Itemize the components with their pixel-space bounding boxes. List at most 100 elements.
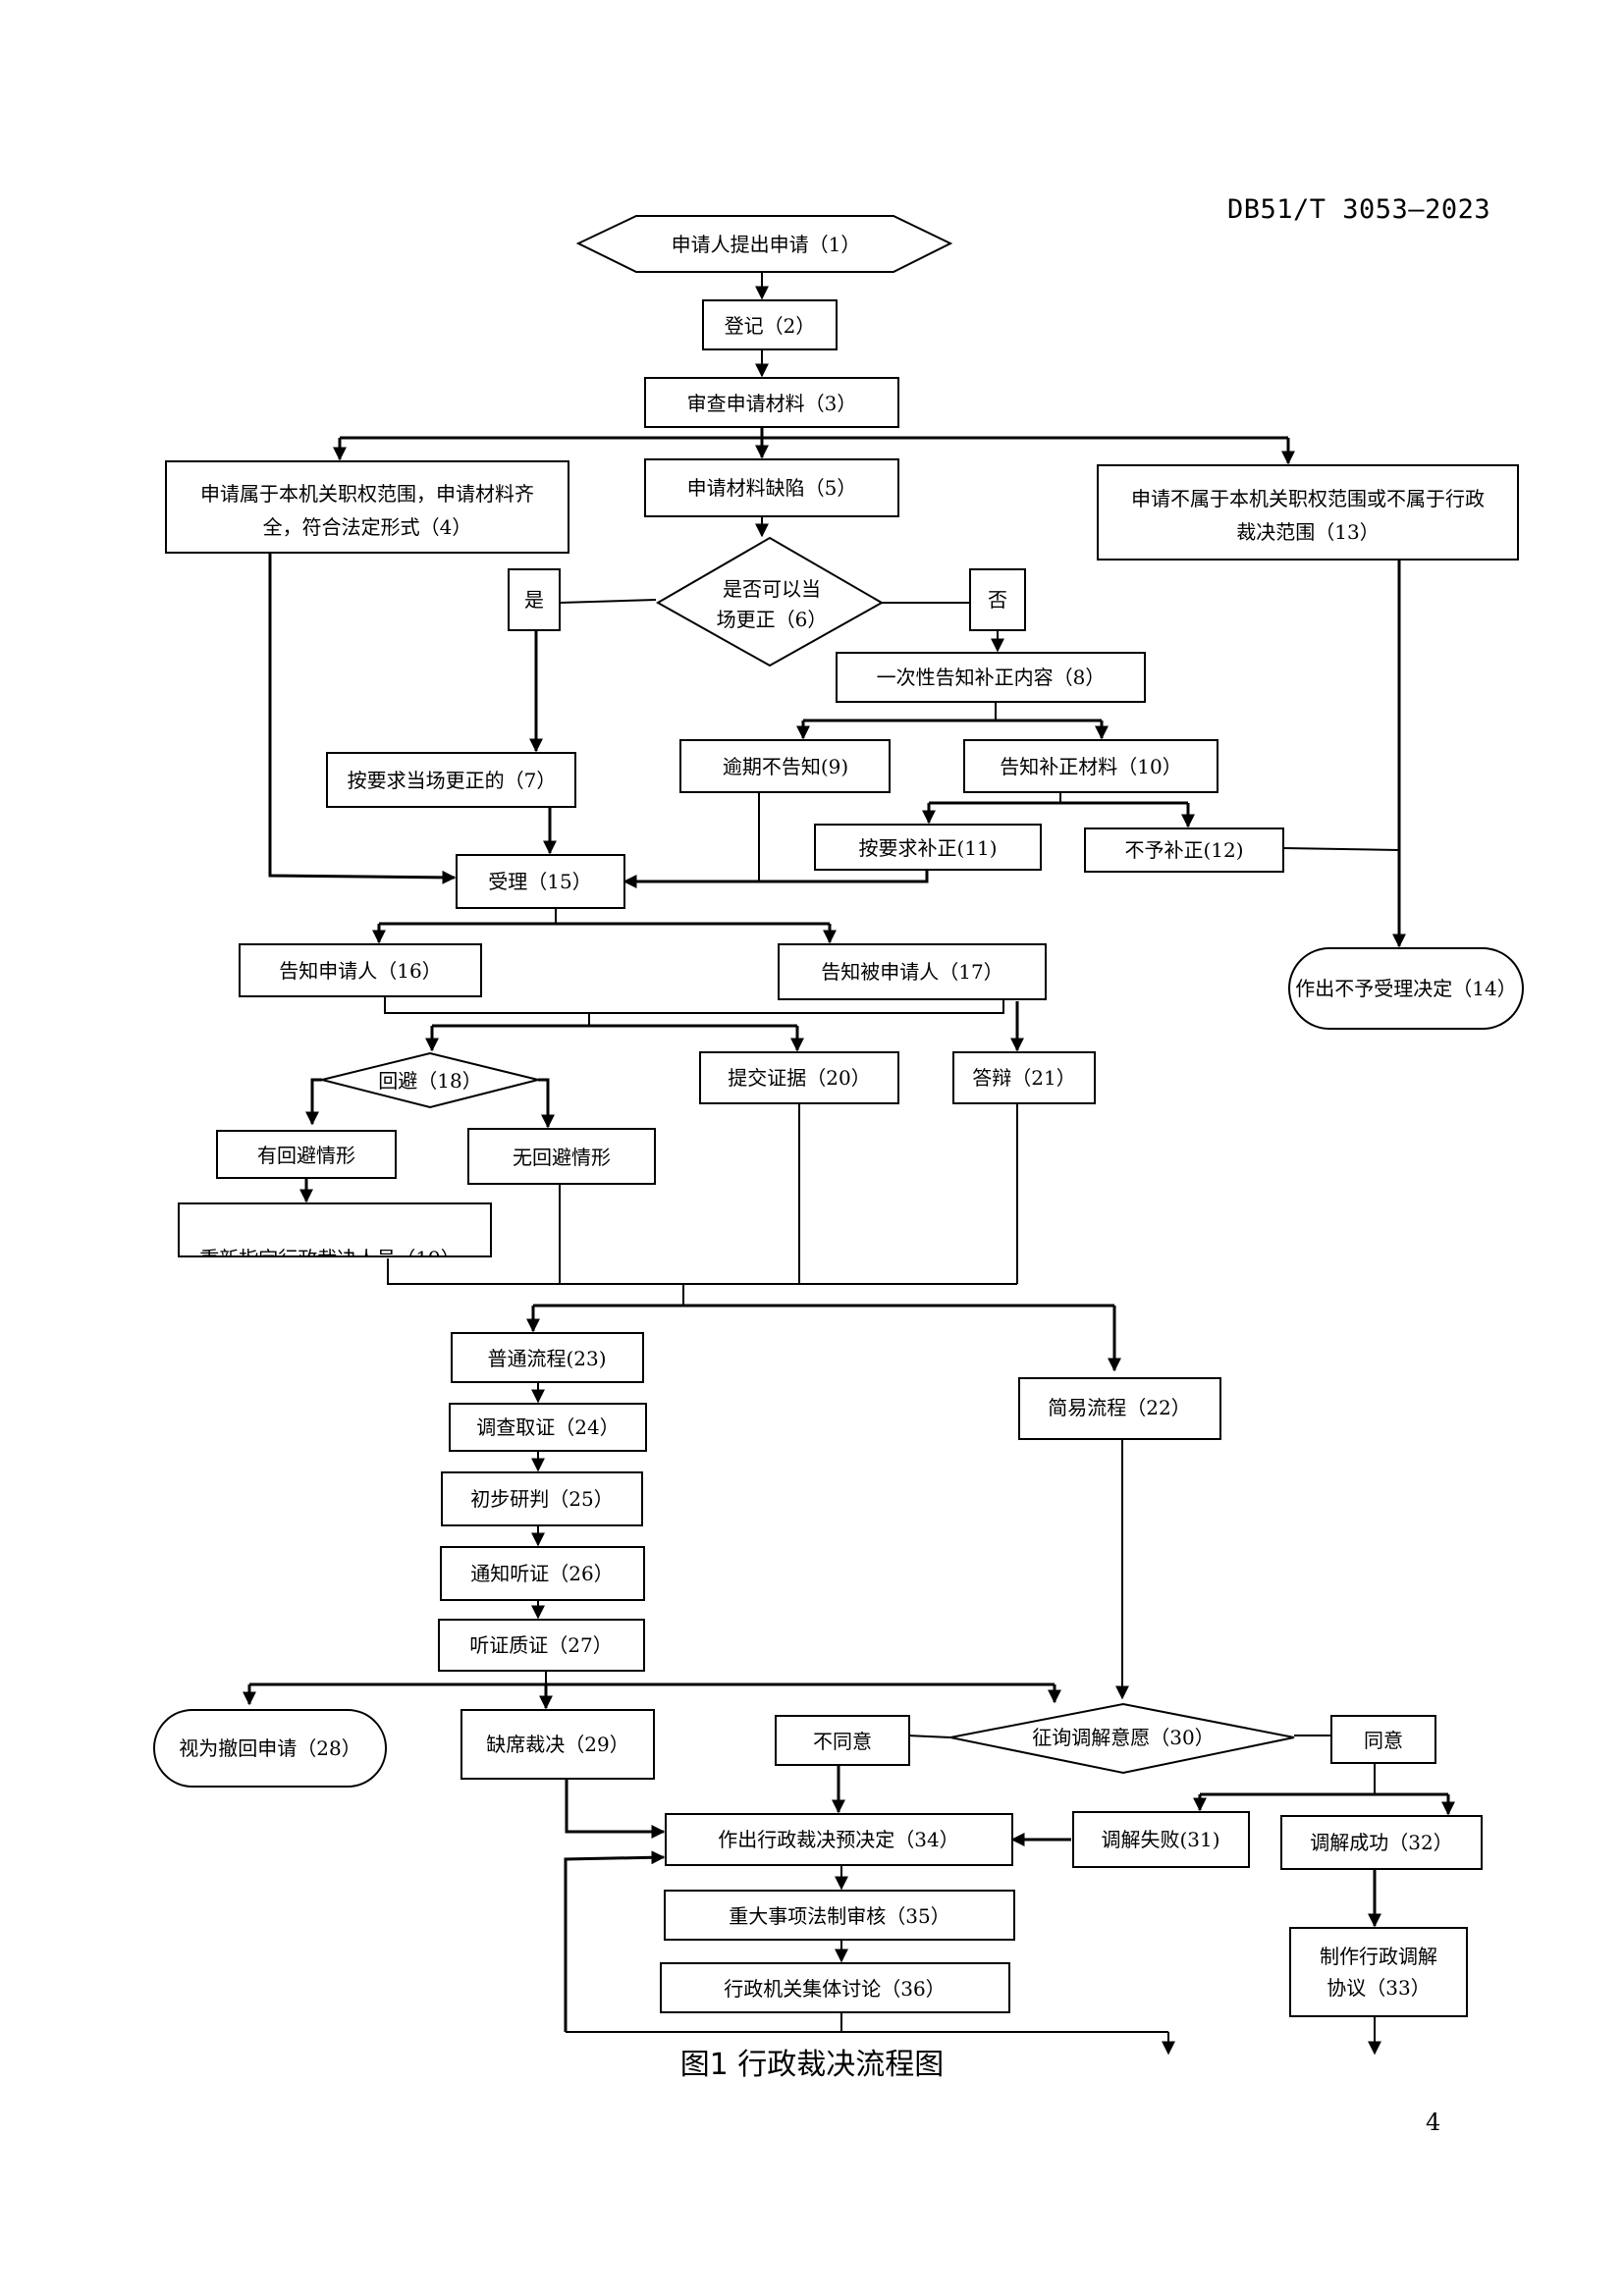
node-1: 申请人提出申请（1）: [575, 215, 953, 273]
node-yes-label: 是: [524, 588, 544, 612]
node-24-label: 调查取证（24）: [476, 1415, 619, 1439]
node-34: 作出行政裁决预决定（34）: [665, 1813, 1013, 1866]
node-no: 否: [969, 568, 1026, 631]
node-32-label: 调解成功（32）: [1310, 1831, 1452, 1854]
node-20-label: 提交证据（20）: [728, 1066, 870, 1090]
node-7: 按要求当场更正的（7）: [326, 752, 576, 808]
document-code: DB51/T 3053—2023: [1227, 194, 1491, 225]
node-25: 初步研判（25）: [441, 1471, 643, 1526]
node-13-label-1: 申请不属于本机关职权范围或不属于行政: [1131, 487, 1485, 510]
node-26-label: 通知听证（26）: [470, 1562, 613, 1585]
node-10-label: 告知补正材料（10）: [1000, 755, 1181, 778]
node-22-label: 简易流程（22）: [1048, 1396, 1190, 1419]
node-disagree: 不同意: [775, 1715, 910, 1766]
node-9-label: 逾期不告知(9): [723, 755, 848, 778]
node-36-label: 行政机关集体讨论（36）: [724, 1977, 945, 2001]
node-3: 审查申请材料（3）: [644, 377, 899, 428]
node-18-label: 回避（18）: [378, 1069, 481, 1093]
node-10: 告知补正材料（10）: [963, 739, 1218, 793]
node-12: 不予补正(12): [1084, 828, 1284, 873]
node-21-label: 答辩（21）: [972, 1066, 1075, 1090]
node-14: 作出不予受理决定（14）: [1288, 947, 1524, 1030]
node-4-label-2: 全，符合法定形式（4）: [263, 515, 472, 539]
node-4-label-1: 申请属于本机关职权范围，申请材料齐: [200, 482, 534, 506]
node-disagree-label: 不同意: [813, 1730, 872, 1753]
node-18: 回避（18）: [321, 1051, 539, 1109]
node-31-label: 调解失败(31): [1101, 1828, 1219, 1851]
node-19: 重新指定行政裁决人员（19）: [178, 1202, 492, 1270]
node-18a-label: 有回避情形: [257, 1144, 355, 1167]
node-7-label: 按要求当场更正的（7）: [348, 769, 557, 792]
node-23-label: 普通流程(23): [487, 1347, 606, 1370]
node-6-label-1: 是否可以当: [723, 577, 821, 601]
line-12-14: [1282, 847, 1400, 851]
node-31: 调解失败(31): [1072, 1811, 1250, 1868]
node-24: 调查取证（24）: [449, 1403, 647, 1452]
node-33-label-2: 协议（33）: [1326, 1976, 1430, 2000]
node-34-label: 作出行政裁决预决定（34）: [718, 1828, 958, 1851]
node-27-label: 听证质证（27）: [469, 1633, 612, 1657]
node-15: 受理（15）: [456, 854, 625, 909]
node-35-label: 重大事项法制审核（35）: [729, 1904, 949, 1928]
node-33: 制作行政调解 协议（33）: [1289, 1927, 1468, 2017]
arrow-loop-34: [564, 1850, 666, 2032]
node-14-label: 作出不予受理决定（14）: [1295, 977, 1516, 1000]
node-33-label-1: 制作行政调解: [1320, 1945, 1437, 1968]
node-18b: 无回避情形: [467, 1128, 656, 1185]
figure-caption: 图1 行政裁决流程图: [679, 2048, 945, 2082]
node-12-label: 不予补正(12): [1124, 838, 1243, 862]
node-8-label: 一次性告知补正内容（8）: [877, 666, 1106, 689]
node-agree: 同意: [1330, 1715, 1436, 1764]
node-27: 听证质证（27）: [438, 1619, 645, 1672]
arrow-18-18a: [305, 1078, 322, 1126]
node-8: 一次性告知补正内容（8）: [836, 652, 1146, 703]
page-number: 4: [1426, 2109, 1441, 2136]
node-20: 提交证据（20）: [699, 1051, 899, 1104]
node-21: 答辩（21）: [952, 1051, 1096, 1104]
node-28: 视为撤回申请（28）: [153, 1709, 387, 1788]
node-3-label: 审查申请材料（3）: [687, 392, 857, 415]
connectors: [243, 272, 1455, 2056]
node-4: 申请属于本机关职权范围，申请材料齐 全，符合法定形式（4）: [165, 460, 569, 554]
node-2: 登记（2）: [702, 299, 838, 350]
node-agree-label: 同意: [1364, 1729, 1403, 1752]
node-5-label: 申请材料缺陷（5）: [687, 476, 857, 500]
node-32: 调解成功（32）: [1280, 1815, 1483, 1870]
line-16-17-join: [384, 996, 1004, 1014]
node-35: 重大事项法制审核（35）: [664, 1890, 1015, 1941]
node-26: 通知听证（26）: [440, 1546, 645, 1601]
node-13: 申请不属于本机关职权范围或不属于行政 裁决范围（13）: [1097, 464, 1519, 561]
node-1-label: 申请人提出申请（1）: [672, 233, 861, 256]
node-yes: 是: [508, 568, 561, 631]
node-18a: 有回避情形: [216, 1130, 397, 1179]
node-19-label: 重新指定行政裁决人员（19）: [199, 1247, 460, 1270]
node-11-label: 按要求补正(11): [858, 836, 997, 860]
node-29: 缺席裁决（29）: [460, 1709, 655, 1780]
node-2-label: 登记（2）: [725, 314, 816, 338]
node-no-label: 否: [988, 588, 1007, 612]
arrow-18-18b: [538, 1078, 555, 1129]
line-19-merge: [387, 1258, 1017, 1285]
node-9: 逾期不告知(9): [679, 739, 891, 793]
node-16: 告知申请人（16）: [239, 943, 482, 997]
node-30: 征询调解意愿（30）: [949, 1702, 1295, 1775]
node-30-label: 征询调解意愿（30）: [1032, 1726, 1214, 1749]
arrow-4-15: [268, 554, 457, 884]
line-6-yes: [559, 599, 657, 604]
node-15-label: 受理（15）: [488, 870, 591, 893]
node-22: 简易流程（22）: [1018, 1377, 1221, 1440]
node-13-label-2: 裁决范围（13）: [1236, 520, 1379, 544]
node-23: 普通流程(23): [451, 1332, 644, 1383]
node-16-label: 告知申请人（16）: [279, 959, 441, 983]
node-5: 申请材料缺陷（5）: [644, 458, 899, 517]
node-17: 告知被申请人（17）: [778, 943, 1047, 1000]
nodes: 申请人提出申请（1） 登记（2） 审查申请材料（3） 申请属于本机关职权范围，申…: [153, 215, 1524, 2017]
node-6-label-2: 场更正（6）: [717, 608, 828, 631]
node-6: 是否可以当 场更正（6）: [655, 536, 885, 667]
node-11: 按要求补正(11): [814, 824, 1042, 871]
node-17-label: 告知被申请人（17）: [821, 960, 1002, 984]
arrow-11-15: [623, 870, 929, 888]
node-25-label: 初步研判（25）: [470, 1487, 613, 1511]
node-18b-label: 无回避情形: [513, 1146, 611, 1169]
